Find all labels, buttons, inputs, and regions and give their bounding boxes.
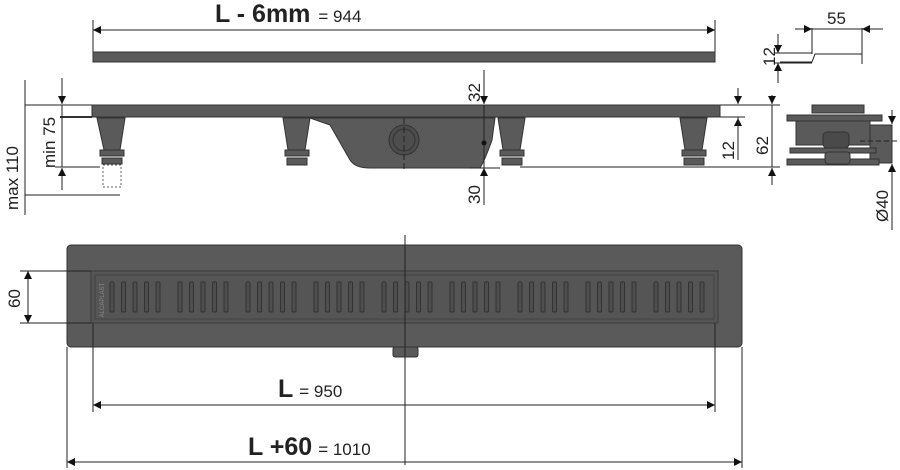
grate-slot: [472, 281, 478, 313]
grate-slot: [325, 281, 330, 313]
grate-slot: [427, 281, 433, 313]
cover-width-label: 55: [827, 9, 846, 28]
grate-slot: [257, 281, 262, 313]
grate-slot: [449, 281, 455, 313]
grate-slot: [540, 281, 546, 313]
grate-slot: [393, 281, 398, 313]
total-dimension-label: L +60= 1010: [248, 433, 371, 461]
channel-plan-view: ALCAPLAST: [20, 235, 743, 468]
dim-62-label: 62: [753, 136, 772, 155]
cover-side-view: [774, 25, 883, 83]
grate-slot: [563, 281, 569, 313]
grate-slot: [109, 281, 115, 313]
alcaplast-logo: ALCAPLAST: [100, 282, 106, 317]
grate-slot: [280, 281, 285, 313]
grate-slot: [245, 281, 251, 313]
grate-slot: [495, 281, 501, 313]
grate-slot: [552, 281, 557, 313]
outlet-diameter-label: Ø40: [873, 190, 892, 222]
top-dimension-label: L - 6mm= 944: [215, 0, 361, 28]
dim-12-label: 12: [719, 141, 738, 160]
channel-section-view: [786, 104, 900, 230]
grate-slot: [529, 281, 534, 313]
grate-slot: [336, 281, 342, 313]
min-height-label: min 75: [40, 117, 59, 168]
grate-slot: [653, 281, 659, 313]
grate-slot: [676, 281, 682, 313]
grate-cover-elevation: [92, 20, 716, 63]
grate-slot: [631, 281, 637, 313]
grate-slot: [461, 281, 466, 313]
cover-height-label: 12: [760, 47, 779, 66]
grate-slot: [688, 281, 693, 313]
grate-slot: [665, 281, 670, 313]
grate-slot: [268, 281, 274, 313]
grate-slot: [200, 281, 206, 313]
grate-slot: [223, 281, 229, 313]
grate-slots: [109, 281, 705, 313]
grate-slot: [189, 281, 194, 313]
width-60-label: 60: [5, 289, 24, 308]
grate-slot: [132, 281, 138, 313]
grate-slot: [121, 281, 126, 313]
grate-slot: [484, 281, 489, 313]
grate-slot: [404, 281, 410, 313]
grate-slot: [291, 281, 297, 313]
grate-slot: [177, 281, 183, 313]
grate-slot: [416, 281, 421, 313]
grate-slot: [155, 281, 161, 313]
grate-slot: [348, 281, 353, 313]
grate-slot: [585, 281, 591, 313]
grate-slot: [359, 281, 365, 313]
grate-slot: [517, 281, 523, 313]
grate-slot: [212, 281, 217, 313]
grate-slot: [597, 281, 602, 313]
channel-profile-elevation: [24, 70, 780, 215]
dim-32-label: 32: [465, 83, 484, 102]
grate-slot: [608, 281, 614, 313]
grate-slot: [144, 281, 149, 313]
grate-slot: [620, 281, 625, 313]
grate-slot: [313, 281, 319, 313]
grate-slot: [381, 281, 387, 313]
max-height-label: max 110: [3, 146, 22, 210]
length-dimension-label: L= 950: [278, 375, 342, 403]
grate-slot: [699, 281, 705, 313]
dim-30-label: 30: [465, 185, 484, 204]
